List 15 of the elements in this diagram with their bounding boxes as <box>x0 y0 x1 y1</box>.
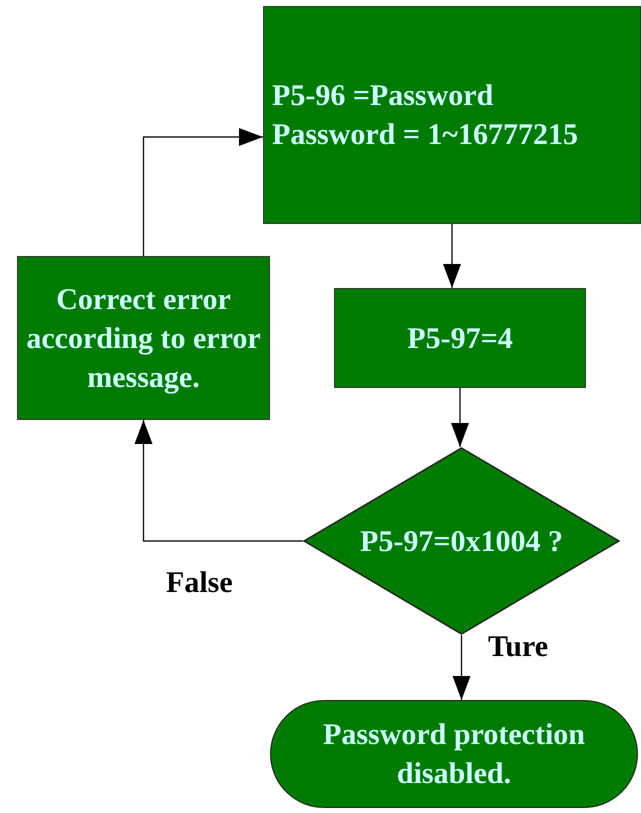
node-text: Password protection disabled. <box>322 717 586 792</box>
process-box <box>17 256 270 420</box>
arrow <box>134 420 303 542</box>
node-text: P5-96 =Password <box>272 78 494 114</box>
arrow <box>443 224 461 288</box>
process-box <box>334 288 586 388</box>
arrow <box>142 128 263 256</box>
process-box <box>263 6 641 224</box>
node-text: Correct error according to error message. <box>25 282 262 396</box>
node-text: P5-97=0x1004 ? <box>359 524 564 560</box>
arrow <box>451 388 469 447</box>
node-text: P5-97=4 <box>406 320 514 356</box>
decision-diamond <box>303 447 620 635</box>
node-text: Password = 1~16777215 <box>272 117 580 153</box>
arrow <box>452 635 470 700</box>
